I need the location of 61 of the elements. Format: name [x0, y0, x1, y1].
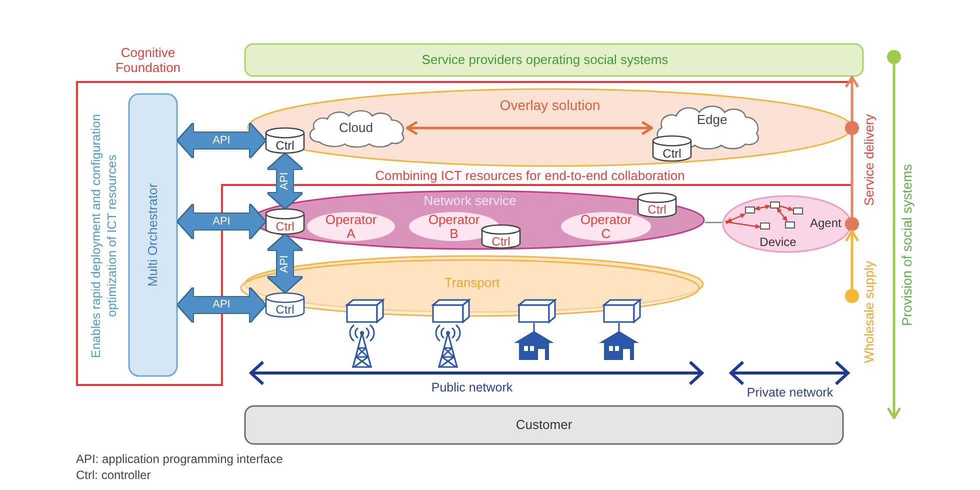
node-label: Ctrl [662, 147, 682, 160]
connector-line [705, 222, 722, 224]
provider-bar [244, 43, 864, 77]
edge-label: API [278, 254, 292, 272]
node-label: Operator A [325, 212, 377, 240]
footnote: Ctrl: controller [76, 468, 151, 482]
node-label: Customer [516, 417, 572, 433]
controller-cylinder [652, 135, 692, 162]
node-label: Service providers operating social systems [422, 52, 668, 68]
controller-cylinder [481, 224, 521, 249]
transport-ellipse [240, 254, 704, 320]
edge-label: API [212, 215, 230, 228]
block-arrow [268, 154, 302, 208]
arrow [844, 230, 860, 289]
node-label: Transport [444, 275, 500, 291]
node-label: Ctrl [492, 235, 510, 248]
network-label: Public network [431, 380, 513, 396]
arrow [406, 120, 654, 136]
controller-cylinder [265, 208, 305, 235]
edge-label: Service delivery [862, 114, 876, 206]
block-arrow [178, 288, 265, 322]
node-label: Ctrl [276, 304, 294, 317]
node-label: Edge [696, 112, 728, 128]
edge-label: API [278, 172, 292, 190]
node-label: Ctrl [276, 139, 294, 152]
frame-title: Cognitive Foundation [115, 45, 181, 75]
controller-cylinder [265, 127, 305, 154]
frame-description: Enables rapid deployment and configuration optimization of ICT resources [88, 113, 120, 360]
arrow [844, 76, 860, 121]
node-label: Ctrl [648, 204, 666, 217]
connector-line [850, 135, 854, 217]
edge-label: Wholesale supply [862, 261, 876, 363]
junction-dot [845, 289, 859, 303]
node-label: Multi Orchestrator [145, 183, 161, 287]
controller-cylinder [265, 292, 305, 318]
node-label: Cloud [339, 120, 373, 136]
block-arrow [178, 124, 265, 158]
edge-label: Provision of social systems [900, 164, 914, 326]
operator-ellipse [306, 211, 396, 242]
node-label: Agent [810, 216, 842, 230]
block-arrow [268, 235, 302, 292]
customer-bar [244, 405, 844, 445]
junction-dot [887, 50, 901, 64]
node-label: Network service [424, 193, 516, 209]
edge-label: API [212, 298, 230, 312]
arrow [886, 64, 902, 420]
device-ellipse [722, 195, 852, 253]
node-label: Ctrl [276, 220, 294, 234]
frame-caption: Combining ICT resources for end-to-end collaboration [375, 168, 685, 183]
node-label: Device [760, 235, 796, 249]
junction-dot [845, 121, 859, 135]
network-label: Private network [746, 386, 834, 400]
orchestrator-panel [128, 93, 178, 377]
node-label: Operator C [580, 212, 632, 240]
junction-dot [845, 217, 859, 231]
block-arrow [178, 204, 265, 238]
controller-cylinder [637, 192, 677, 218]
node-label: Operator B [428, 212, 480, 240]
node-label: Overlay solution [500, 97, 600, 114]
edge-label: API [212, 134, 230, 147]
footnote: API: application programming interface [76, 452, 283, 466]
